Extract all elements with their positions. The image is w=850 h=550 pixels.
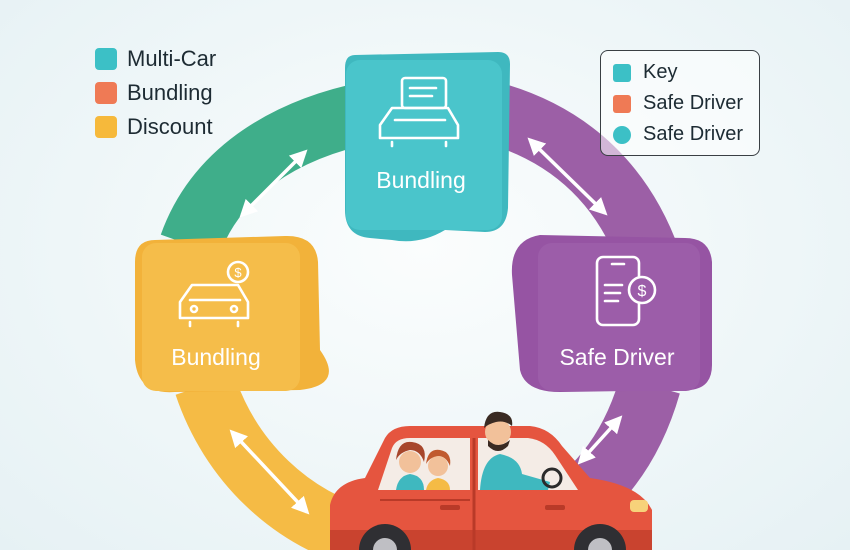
arrow-bottom-left <box>229 429 310 515</box>
car-with-coin-icon: $ <box>178 260 250 328</box>
arrow-top-right <box>527 137 608 216</box>
node-left: $ Bundling <box>135 235 329 393</box>
arrow-top-left <box>239 149 308 218</box>
legend-item-safe-driver: Safe Driver <box>613 88 759 119</box>
legend-label: Bundling <box>127 80 213 105</box>
passenger-child-icon <box>428 456 448 476</box>
node-right: $ Safe Driver <box>511 235 712 392</box>
legend-right: Key Safe Driver Safe Driver <box>600 50 760 156</box>
arrow-bottom-right <box>577 415 623 465</box>
car-with-document-icon <box>378 76 460 148</box>
node-left-label: Bundling <box>171 344 261 370</box>
legend-label: Multi-Car <box>127 46 217 71</box>
legend-swatch <box>613 125 631 144</box>
legend-swatch <box>613 63 631 82</box>
legend-item-safe-driver-circle: Safe Driver <box>613 119 759 150</box>
legend-swatch <box>95 82 117 104</box>
legend-label: Discount <box>127 114 213 139</box>
family-car-illustration <box>330 411 652 550</box>
legend-label: Key <box>643 61 678 83</box>
node-top: Bundling <box>345 52 510 242</box>
legend-item-key: Key <box>613 57 759 88</box>
legend-swatch <box>95 116 117 138</box>
node-right-label: Safe Driver <box>559 344 674 370</box>
legend-left: Multi-Car Bundling Discount <box>95 42 216 144</box>
car-wheel-icon <box>359 524 411 550</box>
steering-wheel-icon <box>541 467 563 489</box>
node-top-label: Bundling <box>376 167 466 193</box>
legend-item-discount: Discount <box>95 110 216 144</box>
legend-item-bundling: Bundling <box>95 76 216 110</box>
passenger-girl-icon <box>399 451 421 473</box>
legend-swatch <box>95 48 117 70</box>
legend-label: Safe Driver <box>643 92 744 114</box>
legend-swatch <box>613 94 631 113</box>
car-wheel-icon <box>574 524 626 550</box>
phone-with-dollar-icon: $ <box>595 255 657 327</box>
legend-item-multi-car: Multi-Car <box>95 42 216 76</box>
driver-icon <box>485 419 511 445</box>
svg-text:$: $ <box>638 283 647 300</box>
svg-text:$: $ <box>234 265 242 280</box>
legend-label: Safe Driver <box>643 123 744 145</box>
